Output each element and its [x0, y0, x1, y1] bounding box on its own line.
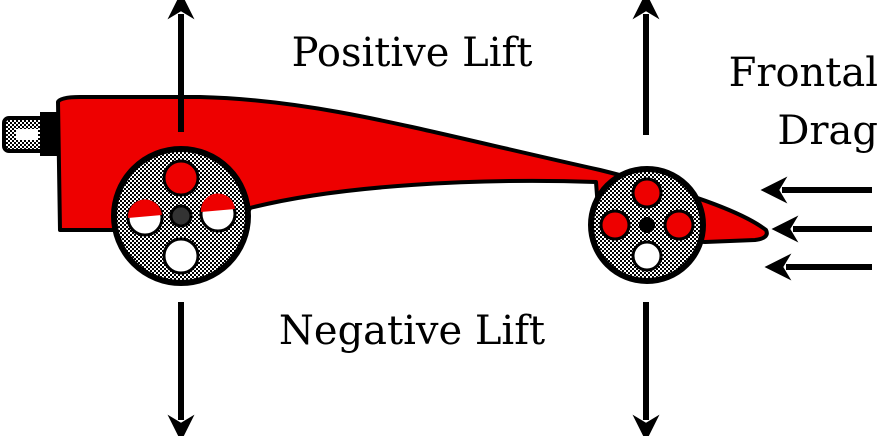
positive-lift-label: Positive Lift: [292, 30, 533, 76]
rear-wheel: [111, 146, 251, 286]
front-wheel: [588, 166, 706, 284]
negative-lift-label: Negative Lift: [279, 308, 545, 354]
rear-weight-tab: [2, 112, 58, 156]
drag-label: Drag: [777, 108, 878, 154]
frontal-label: Frontal: [729, 50, 878, 96]
